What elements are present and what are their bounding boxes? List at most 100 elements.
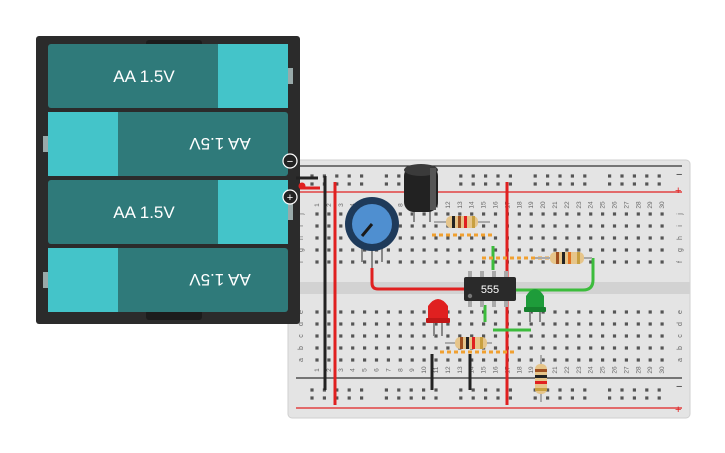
breadboard-hole[interactable] xyxy=(624,212,628,216)
breadboard-hole[interactable] xyxy=(529,358,533,362)
breadboard-hole[interactable] xyxy=(624,346,628,350)
breadboard-hole[interactable] xyxy=(327,224,331,228)
breadboard-hole[interactable] xyxy=(446,322,450,326)
breadboard-hole[interactable] xyxy=(541,236,545,240)
breadboard-hole[interactable] xyxy=(648,322,652,326)
breadboard-hole[interactable] xyxy=(577,346,581,350)
breadboard-hole[interactable] xyxy=(636,358,640,362)
breadboard-hole[interactable] xyxy=(386,334,390,338)
breadboard-hole[interactable] xyxy=(589,236,593,240)
breadboard-hole[interactable] xyxy=(446,346,450,350)
breadboard-hole[interactable] xyxy=(434,248,438,252)
breadboard-hole[interactable] xyxy=(434,236,438,240)
breadboard-hole[interactable] xyxy=(351,358,355,362)
rail-hole[interactable] xyxy=(484,182,488,186)
breadboard-hole[interactable] xyxy=(434,212,438,216)
breadboard-hole[interactable] xyxy=(410,334,414,338)
battery-positive-terminal[interactable] xyxy=(282,189,298,205)
rail-hole[interactable] xyxy=(620,396,624,400)
breadboard-hole[interactable] xyxy=(386,322,390,326)
breadboard-hole[interactable] xyxy=(553,334,557,338)
breadboard-hole[interactable] xyxy=(327,334,331,338)
breadboard-hole[interactable] xyxy=(648,358,652,362)
breadboard-hole[interactable] xyxy=(589,322,593,326)
breadboard-hole[interactable] xyxy=(422,334,426,338)
breadboard-hole[interactable] xyxy=(636,260,640,264)
breadboard-hole[interactable] xyxy=(589,334,593,338)
wire-pot-to-ic[interactable] xyxy=(370,268,466,291)
breadboard-hole[interactable] xyxy=(601,358,605,362)
breadboard-hole[interactable] xyxy=(422,236,426,240)
rail-hole[interactable] xyxy=(608,182,612,186)
breadboard-hole[interactable] xyxy=(565,358,569,362)
breadboard-hole[interactable] xyxy=(577,310,581,314)
breadboard-hole[interactable] xyxy=(493,322,498,326)
breadboard-hole[interactable] xyxy=(529,334,533,338)
breadboard-hole[interactable] xyxy=(434,334,438,338)
breadboard-hole[interactable] xyxy=(553,224,557,228)
breadboard-hole[interactable] xyxy=(589,358,593,362)
breadboard-hole[interactable] xyxy=(636,212,640,216)
breadboard-hole[interactable] xyxy=(553,236,557,240)
led-red[interactable] xyxy=(426,299,450,336)
breadboard-hole[interactable] xyxy=(374,334,379,338)
breadboard-hole[interactable] xyxy=(458,260,462,264)
breadboard-hole[interactable] xyxy=(589,310,593,314)
breadboard-hole[interactable] xyxy=(339,248,343,252)
breadboard-hole[interactable] xyxy=(660,212,664,216)
resistor-top[interactable] xyxy=(434,216,490,228)
breadboard-hole[interactable] xyxy=(470,310,474,314)
breadboard-hole[interactable] xyxy=(624,248,628,252)
breadboard-hole[interactable] xyxy=(601,310,605,314)
rail-hole[interactable] xyxy=(471,182,475,186)
breadboard-hole[interactable] xyxy=(589,260,593,264)
breadboard-hole[interactable] xyxy=(422,224,426,228)
rail-hole[interactable] xyxy=(322,396,326,400)
breadboard-hole[interactable] xyxy=(612,346,617,350)
breadboard-hole[interactable] xyxy=(339,260,343,264)
breadboard-hole[interactable] xyxy=(410,346,414,350)
breadboard-hole[interactable] xyxy=(612,310,617,314)
breadboard-hole[interactable] xyxy=(517,322,521,326)
breadboard-hole[interactable] xyxy=(601,236,605,240)
breadboard-hole[interactable] xyxy=(398,212,402,216)
rail-hole[interactable] xyxy=(508,182,512,186)
breadboard-hole[interactable] xyxy=(493,346,498,350)
breadboard-hole[interactable] xyxy=(351,248,355,252)
breadboard-hole[interactable] xyxy=(446,334,450,338)
breadboard-hole[interactable] xyxy=(565,224,569,228)
breadboard-hole[interactable] xyxy=(458,248,462,252)
breadboard-hole[interactable] xyxy=(601,346,605,350)
breadboard-hole[interactable] xyxy=(553,248,557,252)
breadboard-hole[interactable] xyxy=(482,248,486,252)
breadboard-hole[interactable] xyxy=(446,236,450,240)
wire-green-output[interactable] xyxy=(515,258,595,292)
breadboard-hole[interactable] xyxy=(517,236,521,240)
breadboard-hole[interactable] xyxy=(339,358,343,362)
breadboard-hole[interactable] xyxy=(339,236,343,240)
breadboard-hole[interactable] xyxy=(458,212,462,216)
rail-hole[interactable] xyxy=(558,396,562,400)
breadboard-hole[interactable] xyxy=(339,310,343,314)
breadboard-hole[interactable] xyxy=(660,346,664,350)
breadboard-hole[interactable] xyxy=(363,310,367,314)
breadboard-hole[interactable] xyxy=(529,212,533,216)
rail-hole[interactable] xyxy=(347,182,351,186)
rail-hole[interactable] xyxy=(422,388,426,392)
breadboard-hole[interactable] xyxy=(601,334,605,338)
breadboard-hole[interactable] xyxy=(458,236,462,240)
potentiometer[interactable] xyxy=(345,197,399,268)
rail-hole[interactable] xyxy=(632,396,636,400)
breadboard-hole[interactable] xyxy=(410,212,414,216)
breadboard-hole[interactable] xyxy=(434,358,438,362)
breadboard-hole[interactable] xyxy=(612,224,617,228)
breadboard-hole[interactable] xyxy=(589,224,593,228)
breadboard-hole[interactable] xyxy=(493,236,498,240)
breadboard-hole[interactable] xyxy=(565,248,569,252)
breadboard-hole[interactable] xyxy=(636,236,640,240)
breadboard-hole[interactable] xyxy=(660,334,664,338)
breadboard-hole[interactable] xyxy=(386,358,390,362)
breadboard-hole[interactable] xyxy=(624,224,628,228)
rail-hole[interactable] xyxy=(484,174,488,178)
breadboard-hole[interactable] xyxy=(410,358,414,362)
